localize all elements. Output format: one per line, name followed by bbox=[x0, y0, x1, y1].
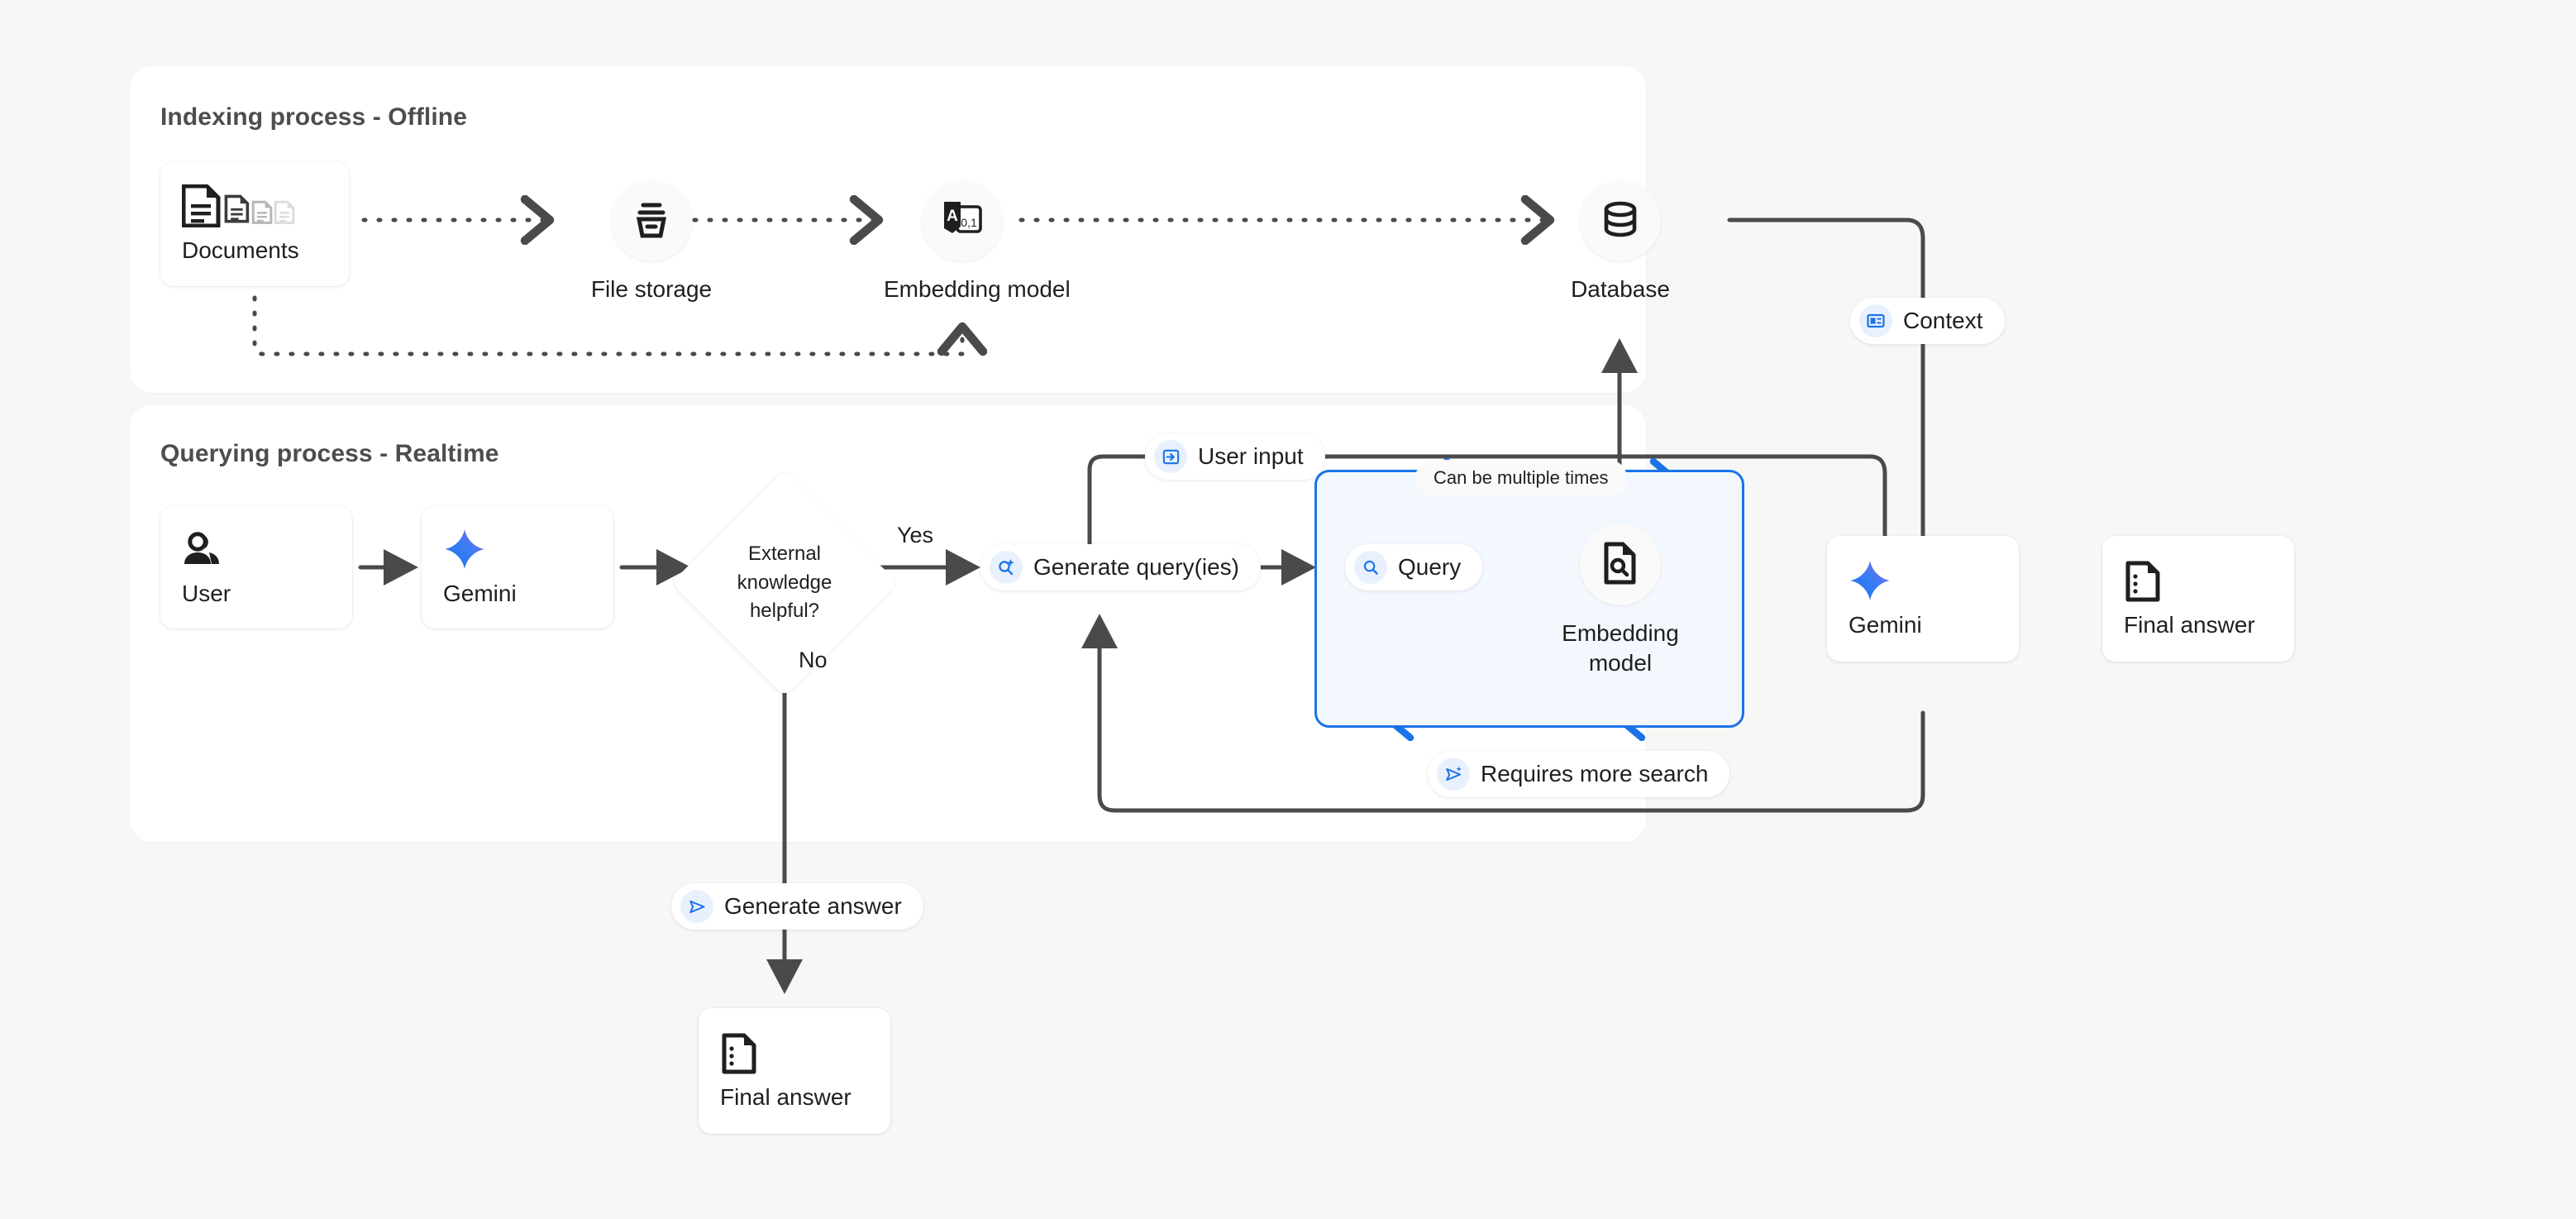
user-group-icon bbox=[182, 528, 352, 571]
database-label: Database bbox=[1571, 276, 1670, 302]
gemini-left-card[interactable]: Gemini bbox=[422, 506, 613, 629]
indexing-embedding-model-node[interactable]: 0,1 A Embedding model bbox=[884, 180, 1071, 304]
can-be-multiple-times-label: Can be multiple times bbox=[1433, 467, 1609, 488]
decision-line-2: knowledge bbox=[737, 571, 832, 594]
svg-text:0,1: 0,1 bbox=[961, 216, 977, 229]
generate-queries-chip[interactable]: Generate query(ies) bbox=[980, 544, 1262, 590]
context-chip-label: Context bbox=[1903, 308, 1983, 333]
query-embedding-model-circle bbox=[1580, 524, 1661, 605]
indexing-panel-title: Indexing process - Offline bbox=[160, 103, 467, 131]
search-sparkle-icon bbox=[990, 551, 1023, 584]
file-storage-icon bbox=[630, 198, 673, 245]
generate-answer-chip[interactable]: Generate answer bbox=[671, 883, 923, 930]
user-input-chip[interactable]: User input bbox=[1145, 433, 1325, 480]
decision-line-1: External bbox=[747, 542, 822, 565]
documents-label: Documents bbox=[182, 237, 299, 263]
can-be-multiple-times-chip: Can be multiple times bbox=[1415, 460, 1627, 496]
gemini-left-label: Gemini bbox=[443, 581, 517, 606]
database-icon bbox=[1599, 198, 1642, 245]
requires-more-search-chip[interactable]: Requires more search bbox=[1428, 751, 1730, 797]
final-answer-right-label: Final answer bbox=[2124, 612, 2255, 638]
query-chip[interactable]: Query bbox=[1345, 544, 1483, 590]
user-card[interactable]: User bbox=[160, 506, 352, 629]
decision-text: External knowledge helpful? bbox=[704, 503, 865, 663]
final-answer-right-card[interactable]: Final answer bbox=[2102, 536, 2294, 662]
no-edge-label: No bbox=[799, 648, 828, 672]
query-embedding-model-label: Embedding model bbox=[1558, 619, 1682, 678]
embedding-model-icon: 0,1 A bbox=[939, 197, 985, 246]
documents-icon bbox=[182, 184, 349, 227]
context-card-icon bbox=[1859, 304, 1892, 337]
input-arrow-icon bbox=[1154, 440, 1187, 473]
document-search-icon bbox=[1600, 542, 1641, 589]
file-storage-node[interactable]: File storage bbox=[573, 180, 730, 304]
yes-edge-label: Yes bbox=[897, 523, 934, 547]
decision-external-knowledge[interactable]: External knowledge helpful? bbox=[670, 469, 899, 697]
final-answer-bottom-label: Final answer bbox=[720, 1084, 852, 1110]
send-sparkle-icon bbox=[1437, 758, 1470, 791]
query-embedding-model-line-2: model bbox=[1588, 649, 1653, 676]
user-label: User bbox=[182, 581, 231, 606]
embedding-model-circle: 0,1 A bbox=[922, 180, 1003, 261]
user-input-chip-label: User input bbox=[1198, 443, 1304, 469]
database-node[interactable]: Database bbox=[1542, 180, 1699, 304]
gemini-sparkle-icon bbox=[1849, 559, 2019, 602]
query-embedding-model-node[interactable]: Embedding model bbox=[1558, 524, 1682, 678]
send-icon bbox=[680, 890, 713, 923]
gemini-sparkle-icon bbox=[443, 528, 613, 571]
search-icon bbox=[1354, 551, 1387, 584]
file-storage-circle bbox=[611, 180, 692, 261]
querying-panel-title: Querying process - Realtime bbox=[160, 440, 499, 467]
documents-card[interactable]: Documents bbox=[160, 162, 349, 286]
gemini-right-label: Gemini bbox=[1849, 612, 1922, 638]
query-chip-label: Query bbox=[1398, 554, 1462, 580]
generate-queries-label: Generate query(ies) bbox=[1033, 554, 1240, 580]
indexing-embedding-model-label: Embedding model bbox=[884, 276, 1071, 302]
query-embedding-model-line-1: Embedding bbox=[1562, 620, 1679, 646]
answer-doc-icon bbox=[720, 1031, 890, 1074]
requires-more-search-label: Requires more search bbox=[1481, 761, 1709, 786]
database-circle bbox=[1580, 180, 1661, 261]
answer-doc-icon bbox=[2124, 559, 2294, 602]
context-chip[interactable]: Context bbox=[1850, 298, 2005, 344]
gemini-right-card[interactable]: Gemini bbox=[1827, 536, 2019, 662]
generate-answer-label: Generate answer bbox=[724, 893, 902, 919]
file-storage-label: File storage bbox=[590, 276, 713, 302]
svg-text:A: A bbox=[947, 208, 958, 225]
decision-line-3: helpful? bbox=[749, 600, 820, 623]
final-answer-bottom-card[interactable]: Final answer bbox=[699, 1008, 890, 1134]
